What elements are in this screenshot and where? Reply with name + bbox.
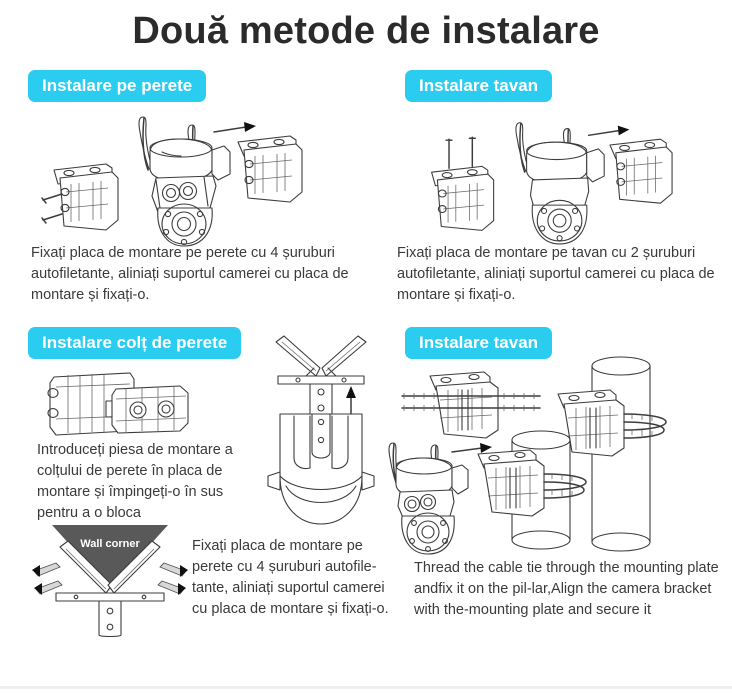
screw [32, 562, 61, 577]
camera-wall-mount-diagram [38, 108, 368, 248]
camera-ceiling-mount-diagram [418, 108, 732, 248]
mounting-plate-right [237, 135, 303, 203]
badge-instalare-tavan-2: Instalare tavan [405, 327, 553, 359]
pillar-cable-tie-diagram [388, 356, 732, 560]
wall-corner-triangle-diagram: Wall corner [30, 523, 190, 638]
bottom-divider [0, 686, 732, 689]
screw [159, 562, 188, 577]
ptz-camera-body [138, 116, 231, 247]
screw [157, 580, 186, 595]
corner-mounting-plate-diagram [30, 365, 210, 445]
caption-corner-insert: Introduceți piesa de montare a colțului … [37, 442, 233, 521]
caption-wall-mount: Fixați placa de montare pe perete cu 4 ș… [31, 245, 349, 303]
caption-ceiling-mount: Fixați placa de montare pe tavan cu 2 șu… [397, 245, 715, 303]
ceiling-plate-with-vertical-screws [431, 136, 495, 231]
caption-corner-fix: Fixați placa de montare pe perete cu 4 ș… [192, 538, 389, 617]
badge-instalare-pe-perete: Instalare pe perete [28, 70, 207, 102]
wall-plate-with-screws [41, 163, 119, 231]
badge-instalare-colt-de-perete: Instalare colț de perete [28, 327, 242, 359]
screw [445, 138, 453, 170]
screw [41, 213, 63, 224]
mounting-plate-with-cable-ties [401, 371, 541, 439]
ptz-camera-body [388, 442, 469, 555]
slider-tab [98, 600, 122, 638]
badge-instalare-tavan-1: Instalare tavan [405, 70, 553, 102]
page-title: Două metode de instalare [132, 10, 600, 52]
v-bracket [55, 540, 165, 602]
camera-bracket-housing [267, 413, 375, 525]
caption-pillar-cable-tie: Thread the cable tie through the mountin… [414, 560, 719, 618]
assembly-arrow [451, 443, 492, 453]
screw [41, 193, 63, 204]
mounting-plate-right [609, 138, 673, 204]
screw [468, 136, 476, 168]
assembly-arrow [213, 122, 256, 133]
wall-corner-label: Wall corner [80, 538, 140, 550]
ptz-camera-body [515, 122, 605, 245]
corner-bracket-diagram [258, 330, 388, 525]
mounting-plate-strapped-to-pillar [477, 449, 587, 517]
v-bracket [275, 335, 367, 385]
assembly-arrow [587, 125, 630, 137]
screw [34, 580, 63, 595]
wall-corner-triangle [52, 525, 168, 589]
mounting-plate-strapped-to-pillar [557, 389, 667, 457]
